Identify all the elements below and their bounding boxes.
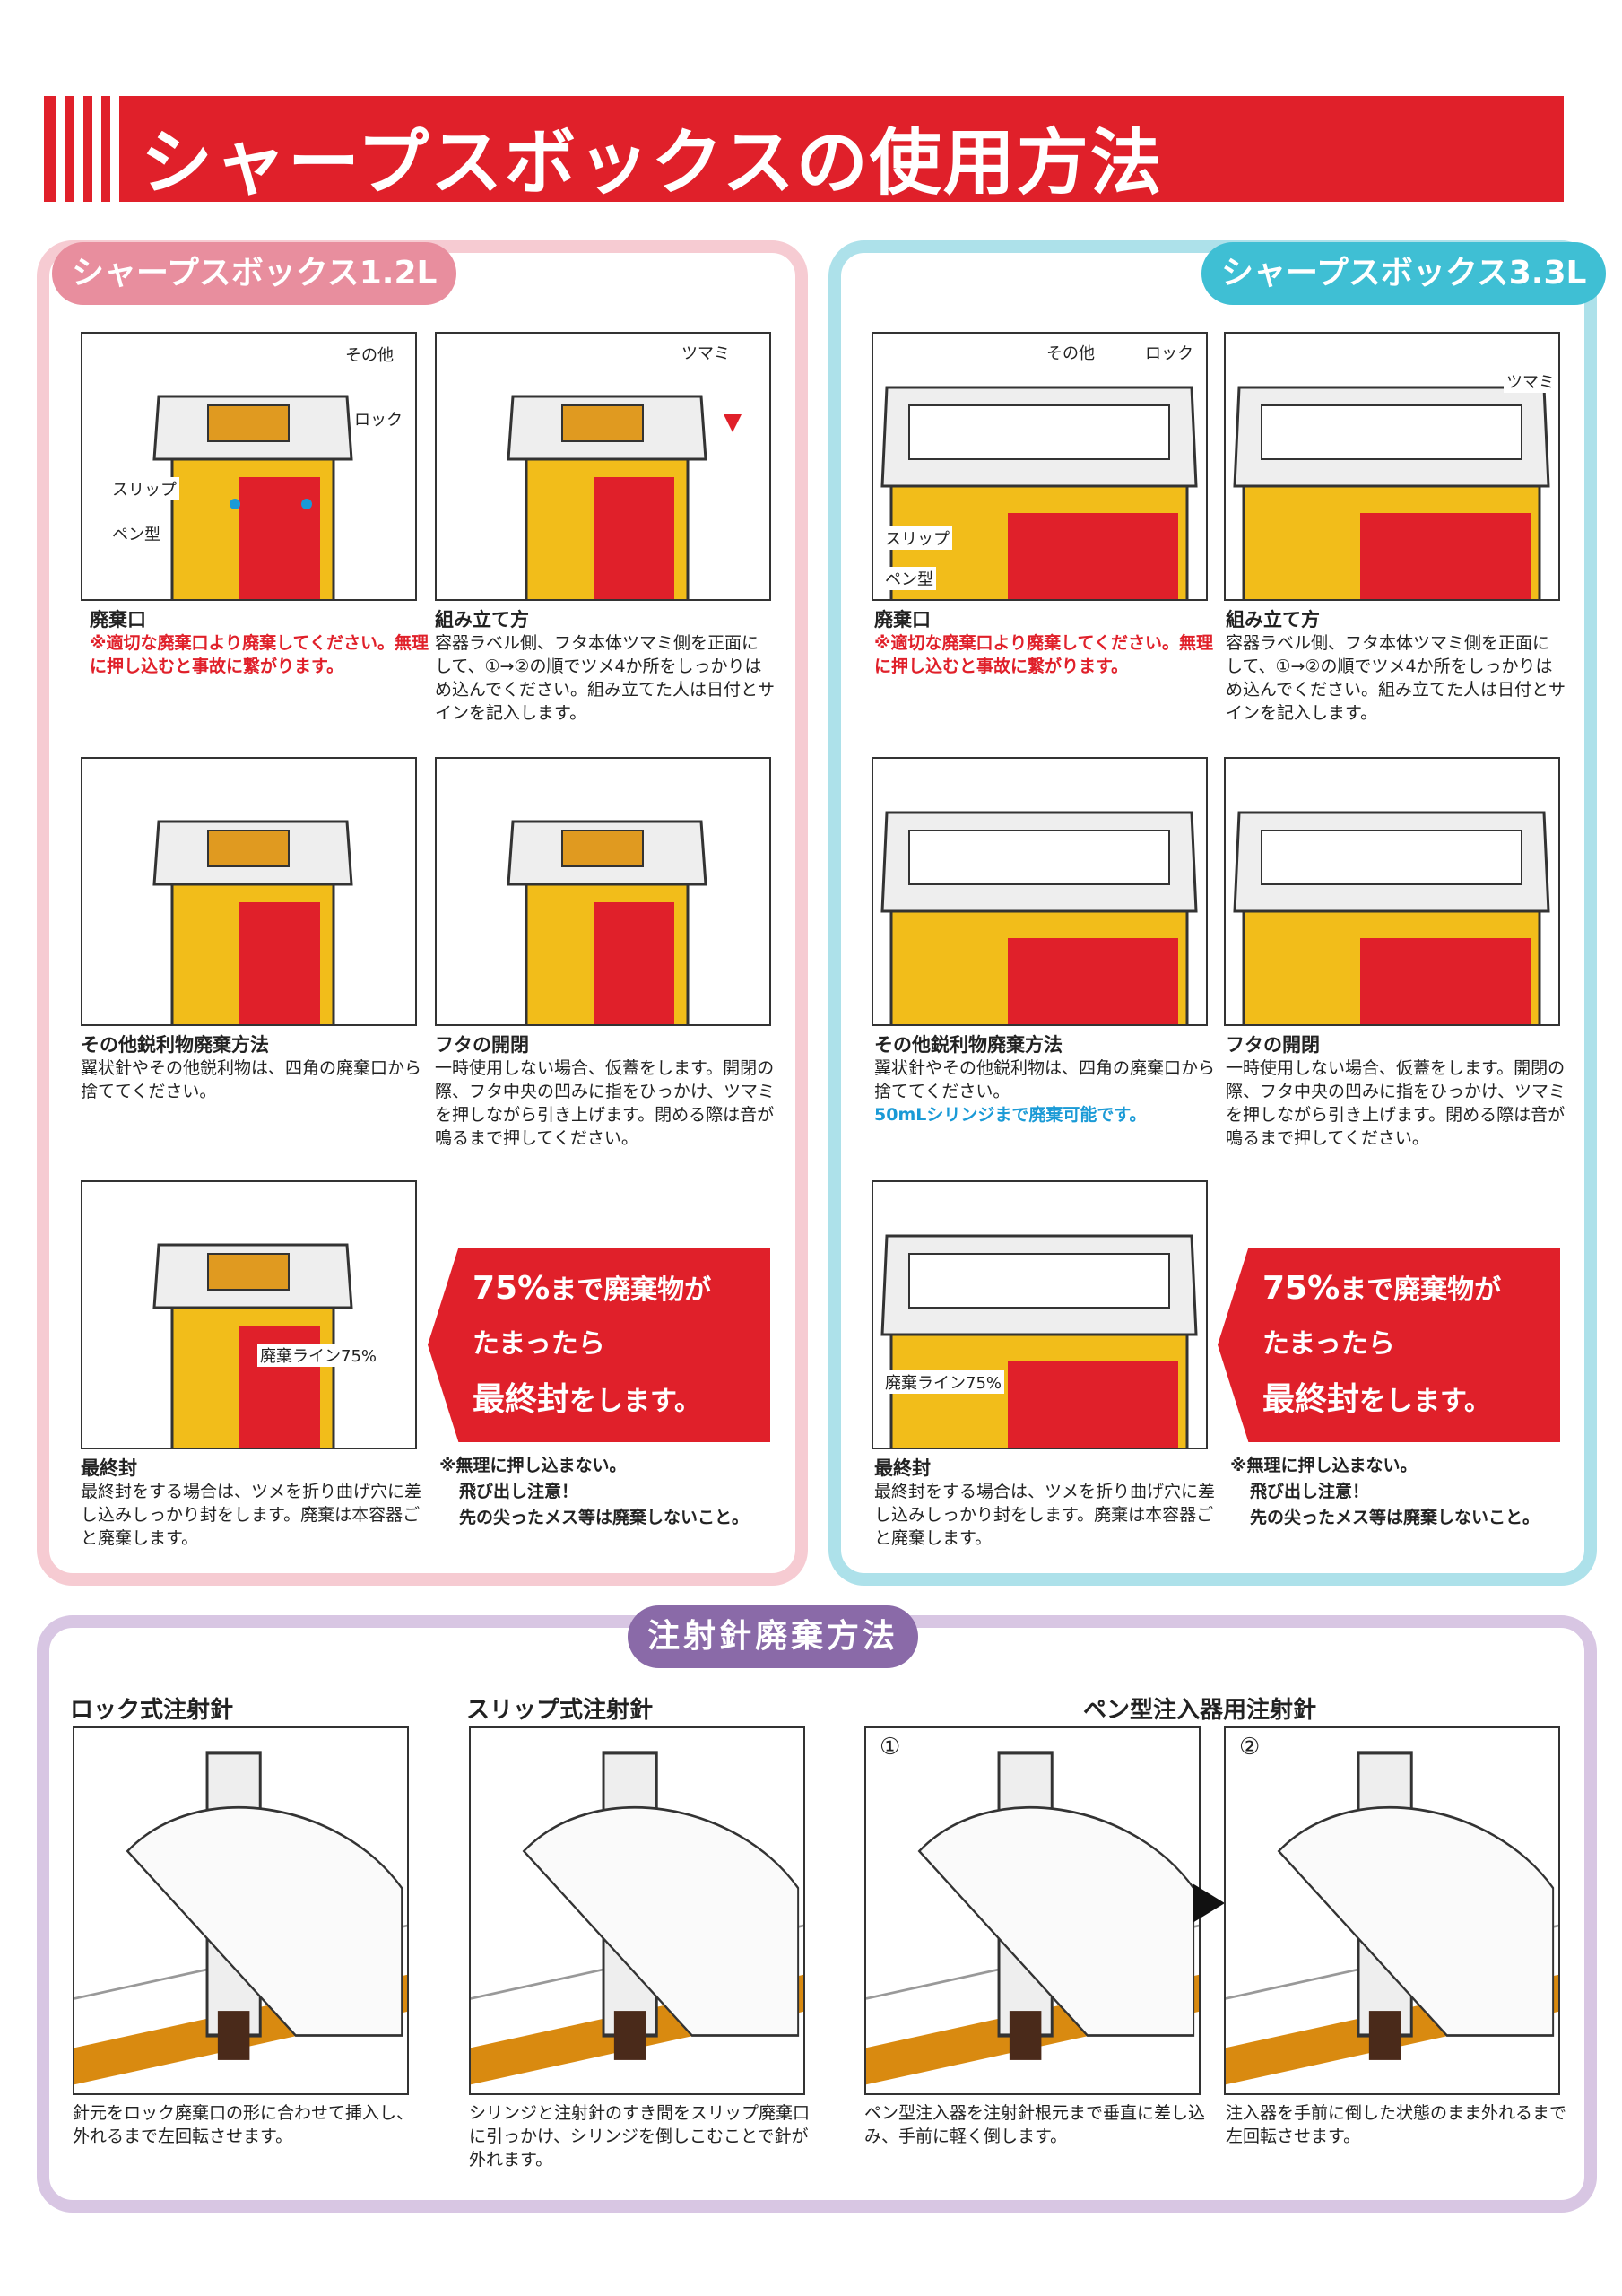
label-slip: スリップ (882, 526, 952, 550)
step-other-sharps: その他鋭利物廃棄方法翼状針やその他鋭利物は、四角の廃棄口から捨ててください。50… (874, 1034, 1216, 1125)
step-other-sharps: その他鋭利物廃棄方法翼状針やその他鋭利物は、四角の廃棄口から捨ててください。 (81, 1034, 422, 1101)
stripe (92, 96, 101, 202)
pen-needle-step2-desc: 注入器を手前に倒した状態のまま外れるまで左回転させます。 (1226, 2103, 1567, 2146)
panel-title-1-2l: シャープスボックス1.2L (52, 242, 457, 305)
step-disposal-port: 廃棄口※適切な廃棄口より廃棄してください。無理に押し込むと事故に繋がります。 (874, 609, 1213, 676)
label-knob: ツマミ (1504, 370, 1557, 393)
label-fill-line: 廃棄ライン75% (882, 1370, 1005, 1394)
illustration-slip-needle (469, 1726, 805, 2095)
step-assembly: 組み立て方容器ラベル側、フタ本体ツマミ側を正面にして、①→②の順でツメ4か所をし… (435, 609, 776, 723)
page-title: シャープスボックスの使用方法 (141, 121, 1164, 204)
illustration-final-seal-3-3l: 廃棄ライン75% (872, 1180, 1208, 1449)
stripe (110, 96, 119, 202)
step-lid: フタの開閉一時使用しない場合、仮蓋をします。開閉の際、フタ中央の凹みに指をひっか… (1226, 1034, 1566, 1148)
illustration-assembly-3-3l: ツマミ (1224, 332, 1560, 601)
illustration-lid-1-2l (435, 757, 771, 1026)
illustration-pen-needle-step2: ② (1224, 1726, 1560, 2095)
illustration-disposal-ports-1-2l: その他 ロック スリップ ペン型 (81, 332, 417, 601)
illustration-final-seal-1-2l: 廃棄ライン75% (81, 1180, 417, 1449)
caution-note: ※無理に押し込まない。飛び出し注意！先の尖ったメス等は廃棄しないこと。 (439, 1456, 750, 1527)
fill-line-callout: 75%まで廃棄物が たまったら 最終封をします。 (428, 1248, 770, 1442)
label-pen: ペン型 (109, 522, 163, 545)
label-pen: ペン型 (882, 567, 936, 590)
label-other: その他 (343, 343, 396, 366)
step-assembly: 組み立て方容器ラベル側、フタ本体ツマミ側を正面にして、①→②の順でツメ4か所をし… (1226, 609, 1566, 723)
illustration-other-sharps-1-2l (81, 757, 417, 1026)
step-number: ① (877, 1734, 904, 1761)
stripe (56, 96, 65, 202)
label-fill-line: 廃棄ライン75% (257, 1344, 380, 1367)
label-knob: ツマミ (679, 341, 733, 364)
caution-note: ※無理に押し込まない。飛び出し注意！先の尖ったメス等は廃棄しないこと。 (1230, 1456, 1540, 1527)
slip-needle-title: スリップ式注射針 (466, 1697, 654, 1724)
label-other: その他 (1044, 341, 1097, 364)
label-slip: スリップ (109, 477, 179, 500)
illustration-assembly-1-2l: ツマミ (435, 332, 771, 601)
slip-needle-desc: シリンジと注射針のすき間をスリップ廃棄口に引っかけ、シリンジを倒しこむことで針が… (469, 2103, 811, 2170)
step-final-seal: 最終封最終封をする場合は、ツメを折り曲げ穴に差し込みしっかり封をします。廃棄は本… (874, 1457, 1216, 1548)
illustration-lid-3-3l (1224, 757, 1560, 1026)
pen-needle-step1-desc: ペン型注入器を注射針根元まで垂直に差し込み、手前に軽く倒します。 (864, 2103, 1206, 2146)
stripe (74, 96, 83, 202)
fill-line-callout: 75%まで廃棄物が たまったら 最終封をします。 (1218, 1248, 1560, 1442)
illustration-disposal-ports-3-3l: その他 ロック スリップ ペン型 (872, 332, 1208, 601)
label-lock: ロック (1142, 341, 1196, 364)
step-disposal-port: 廃棄口※適切な廃棄口より廃棄してください。無理に押し込むと事故に繋がります。 (90, 609, 429, 676)
panel-title-needle: 注射針廃棄方法 (628, 1605, 919, 1668)
title-banner: シャープスボックスの使用方法 (44, 96, 1564, 204)
step-number: ② (1236, 1734, 1263, 1761)
step-final-seal: 最終封最終封をする場合は、ツメを折り曲げ穴に差し込みしっかり封をします。廃棄は本… (81, 1457, 422, 1548)
next-arrow-icon (1193, 1883, 1225, 1923)
illustration-lock-needle (73, 1726, 409, 2095)
panel-title-3-3l: シャープスボックス3.3L (1201, 242, 1607, 305)
step-lid: フタの開閉一時使用しない場合、仮蓋をします。開閉の際、フタ中央の凹みに指をひっか… (435, 1034, 776, 1148)
lock-needle-title: ロック式注射針 (70, 1697, 234, 1724)
illustration-pen-needle-step1: ① (864, 1726, 1201, 2095)
lock-needle-desc: 針元をロック廃棄口の形に合わせて挿入し、外れるまで左回転させます。 (73, 2103, 414, 2146)
illustration-other-sharps-3-3l (872, 757, 1208, 1026)
label-lock: ロック (351, 407, 405, 430)
pen-needle-title: ペン型注入器用注射針 (1083, 1697, 1317, 1724)
